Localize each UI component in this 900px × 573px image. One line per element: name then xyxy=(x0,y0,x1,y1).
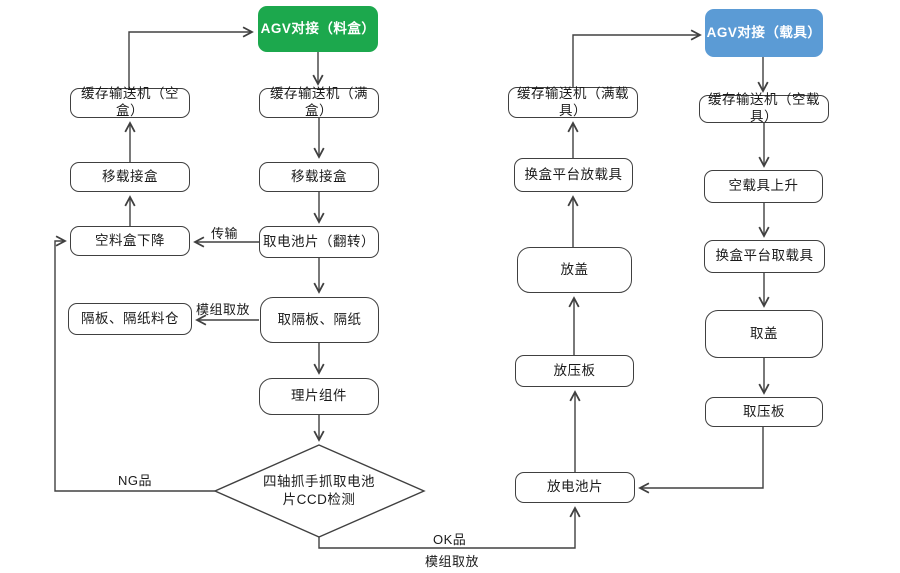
ccd-check-diamond xyxy=(213,444,426,538)
node-place-cell: 放电池片 xyxy=(515,472,635,503)
node-transfer-box-left: 移载接盒 xyxy=(70,162,190,192)
edge-label-transmit: 传输 xyxy=(211,226,239,241)
node-pick-separator: 取隔板、隔纸 xyxy=(260,297,379,343)
node-place-press-plate: 放压板 xyxy=(515,355,634,387)
node-place-cover: 放盖 xyxy=(517,247,632,293)
node-agv-dock-carrier: AGV对接（载具） xyxy=(705,9,823,57)
edge-ng-loop xyxy=(54,241,215,492)
edge-label-ok: OK品 xyxy=(433,532,467,547)
node-agv-dock-tray: AGV对接（料盒） xyxy=(258,6,378,52)
node-empty-carrier-rise: 空载具上升 xyxy=(704,170,823,203)
edge-label-ng: NG品 xyxy=(118,473,153,488)
edge-label-module-pick-left: 模组取放 xyxy=(196,302,251,317)
node-buffer-full-box: 缓存输送机（满盒） xyxy=(259,86,379,118)
node-buffer-empty-box: 缓存输送机（空盒） xyxy=(70,86,190,118)
edge-empty-buffer-to-agv-tray xyxy=(128,32,252,88)
edge-buffer-full-carrier-to-agv xyxy=(572,35,700,87)
node-transfer-box-right: 移载接盒 xyxy=(259,162,379,192)
edge-take-press-plate-to-place-cell xyxy=(640,427,764,488)
edge-label-module-pick-bottom: 模组取放 xyxy=(425,554,480,569)
node-align-cells: 理片组件 xyxy=(259,378,379,415)
node-swap-platform-take-carrier: 换盒平台取载具 xyxy=(704,240,825,273)
node-swap-platform-place-carrier: 换盒平台放载具 xyxy=(514,158,633,192)
node-take-press-plate: 取压板 xyxy=(705,397,823,427)
node-empty-tray-descend: 空料盒下降 xyxy=(70,226,190,256)
node-separator-magazine: 隔板、隔纸料仓 xyxy=(68,303,192,335)
node-buffer-empty-carrier: 缓存输送机（空载具） xyxy=(699,92,829,124)
node-take-cover: 取盖 xyxy=(705,310,823,358)
node-pick-cell-flip: 取电池片（翻转） xyxy=(259,226,379,258)
node-buffer-full-carrier: 缓存输送机（满载具） xyxy=(508,86,638,118)
edge-ok-to-place-cell xyxy=(318,508,575,549)
node-ccd-check: 四轴抓手抓取电池片CCD检测 xyxy=(263,473,375,507)
